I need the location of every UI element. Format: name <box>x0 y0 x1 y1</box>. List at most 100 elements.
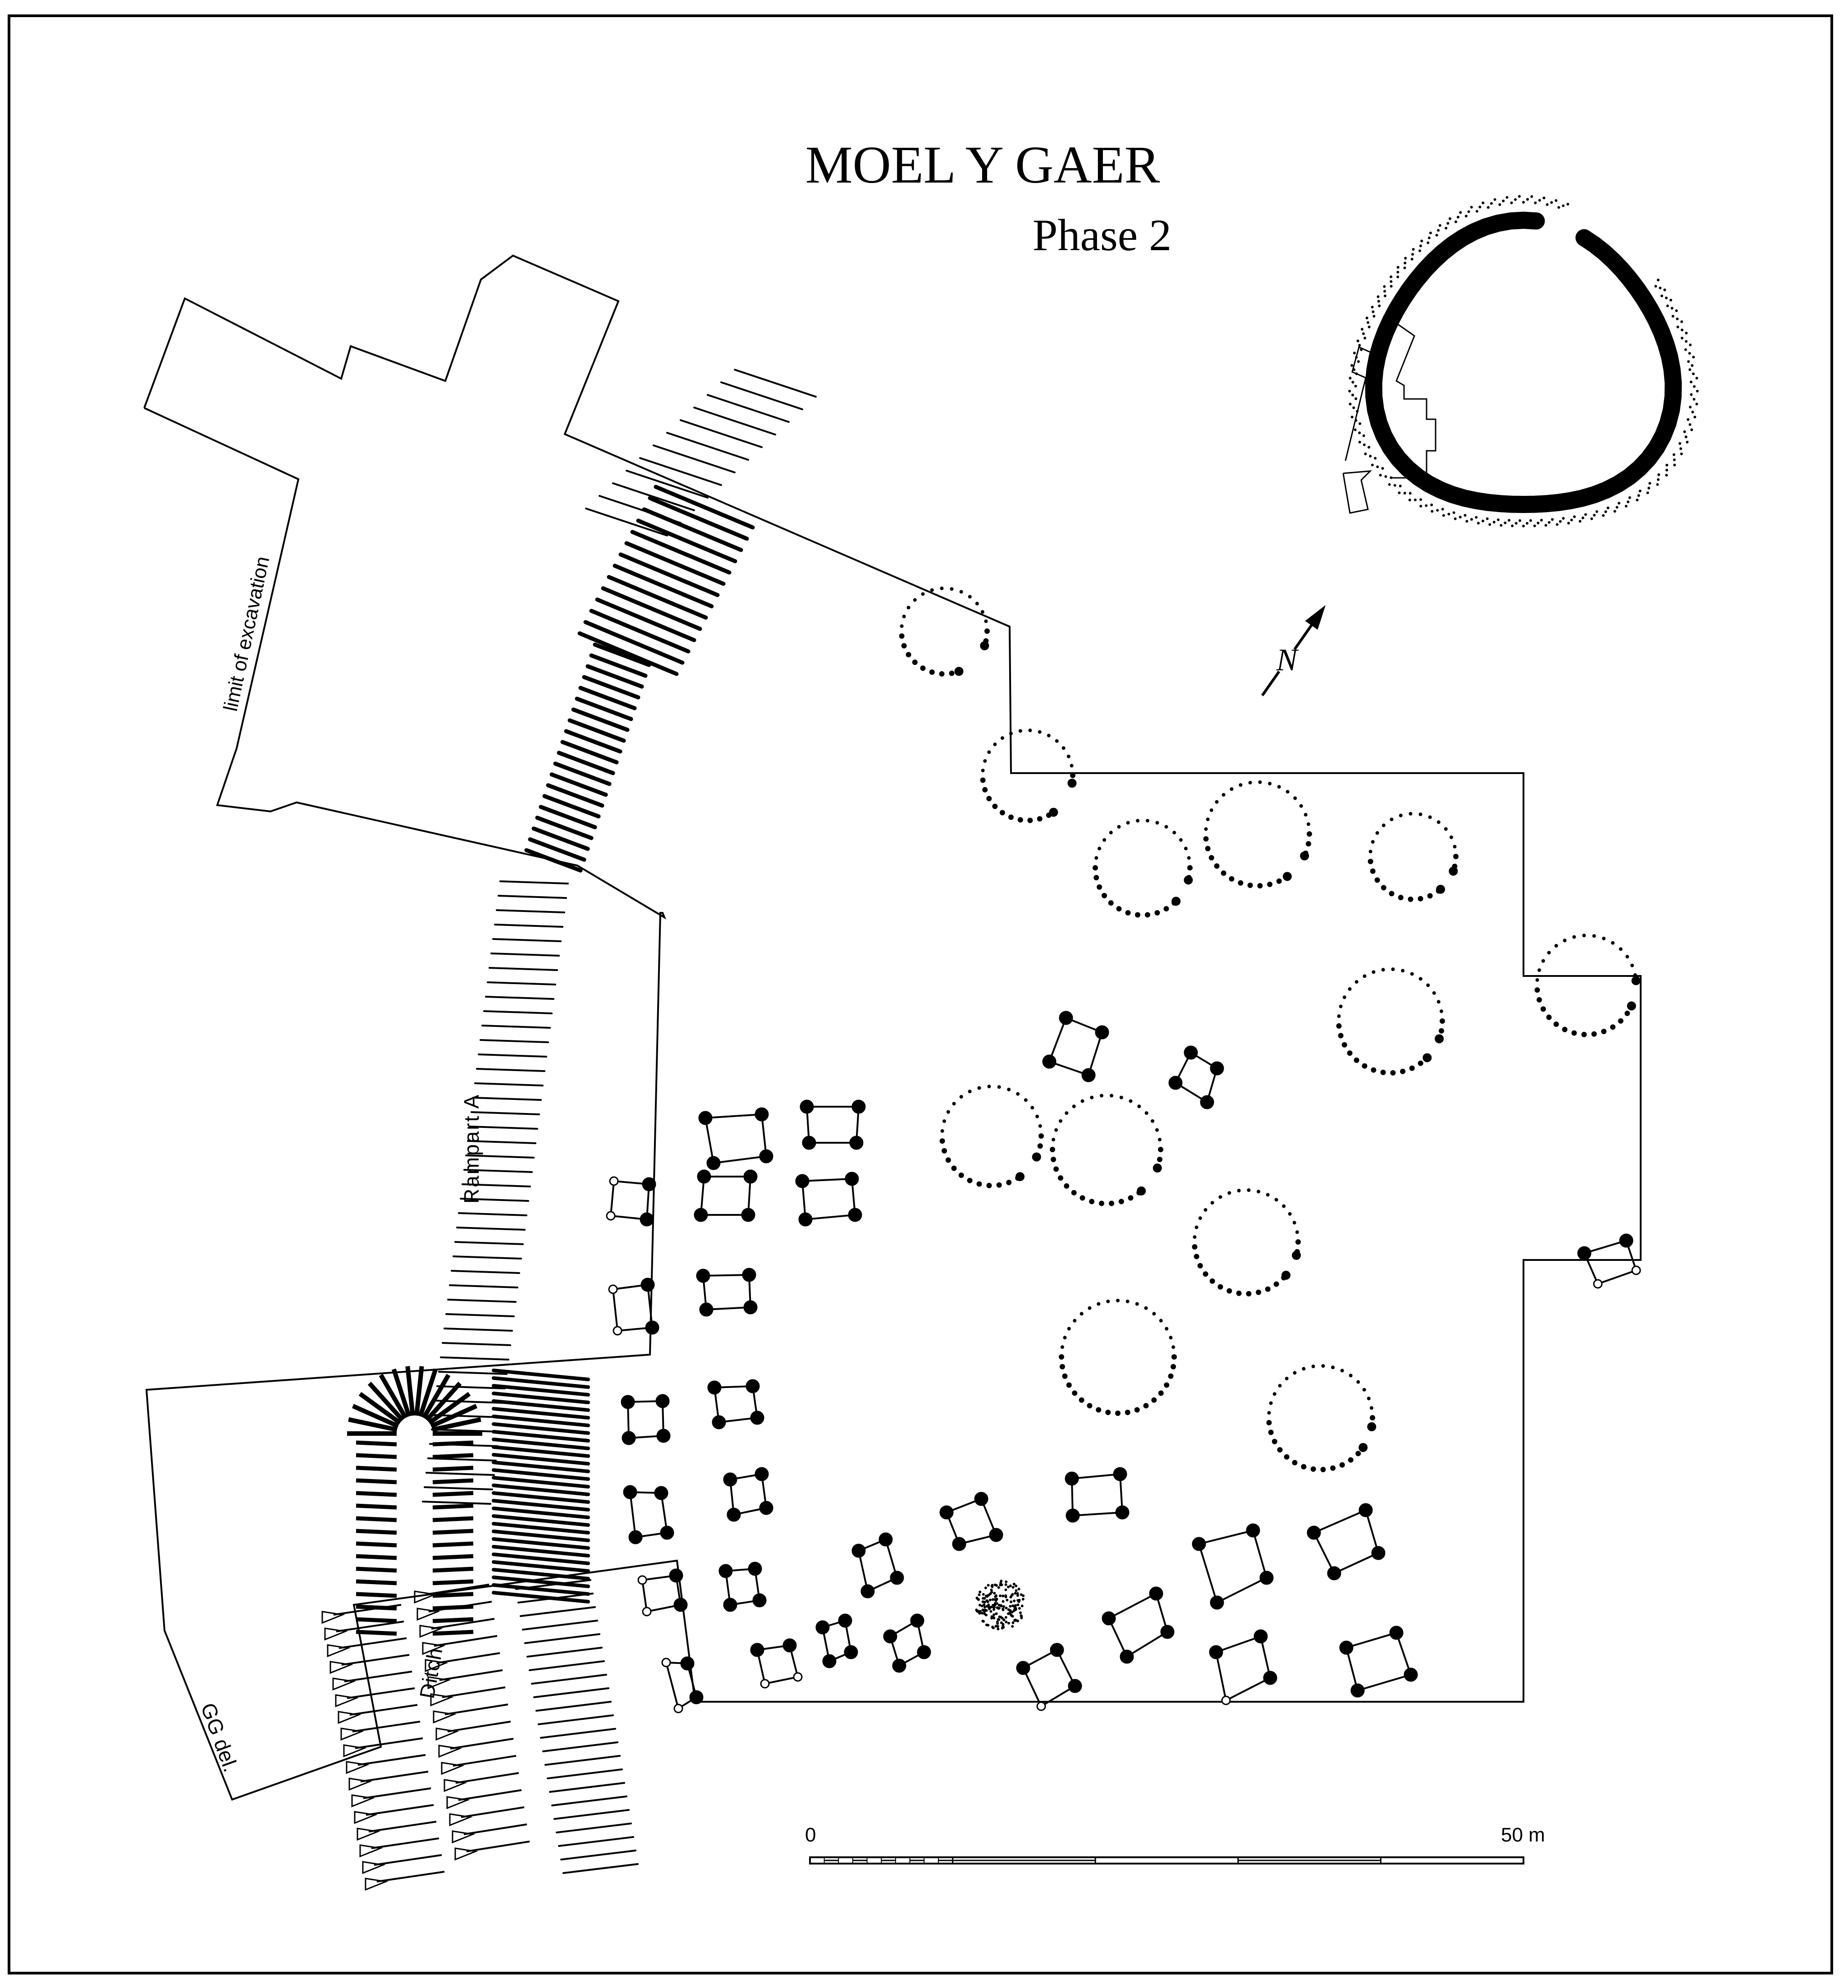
inset-stipple-dot <box>1502 199 1505 202</box>
posthole <box>640 1212 654 1227</box>
inset-stipple-dot <box>1555 523 1559 526</box>
stake-hole <box>1070 764 1074 768</box>
inset-stipple-dot <box>1511 524 1514 527</box>
ditch-triangle <box>430 1693 454 1707</box>
ditch-triangle <box>419 1625 443 1638</box>
stake-hole <box>1247 1188 1251 1192</box>
stipple-dot <box>1016 1594 1019 1597</box>
stake-hole <box>1381 885 1386 891</box>
inset-stipple-dot <box>1542 197 1546 200</box>
rampart-hachure <box>589 653 648 678</box>
stake-hole <box>1099 1094 1103 1098</box>
rampart-hachure <box>636 518 737 563</box>
posthole <box>623 1485 637 1499</box>
inset-stipple-dot <box>1529 519 1532 522</box>
ditch-triangle <box>365 1878 389 1891</box>
inset-stipple-dot <box>1459 516 1462 519</box>
inset-stipple-dot <box>1691 410 1694 413</box>
stake-hole <box>929 669 935 675</box>
inset-stipple-dot <box>1396 266 1400 269</box>
ditch-hachure <box>439 1669 503 1681</box>
inset-rampart <box>1365 211 1682 513</box>
stake-hole <box>1102 893 1107 898</box>
inset-stipple-dot <box>1692 372 1695 376</box>
stake-hole <box>1304 813 1308 817</box>
rampart-hachure <box>549 772 608 797</box>
ditch-hachure <box>461 1806 525 1818</box>
stake-hole <box>949 670 955 676</box>
rampart-hachure <box>540 1728 616 1739</box>
stipple-dot <box>975 1608 978 1612</box>
stake-hole <box>1410 972 1414 976</box>
ditch-hachure <box>376 1871 445 1883</box>
stake-hole <box>1563 939 1567 943</box>
stake-hole <box>1106 1299 1110 1303</box>
inset-stipple-dot <box>1680 328 1683 331</box>
inset-stipple-dot <box>1689 380 1692 384</box>
stake-hole <box>1236 1290 1242 1296</box>
entrance-post <box>1435 1034 1444 1044</box>
posthole <box>660 1525 674 1540</box>
stipple-dot <box>999 1583 1002 1586</box>
stake-hole <box>1444 827 1448 831</box>
stipple-dot <box>1015 1584 1018 1587</box>
stake-hole <box>912 660 918 665</box>
posthole <box>750 1643 764 1657</box>
inset-stipple-dot <box>1514 522 1518 525</box>
posthole <box>743 1300 758 1315</box>
inset-stipple-dot <box>1365 316 1368 320</box>
stake-hole <box>1238 880 1244 886</box>
rampart-hachure <box>533 1687 609 1698</box>
stake-hole <box>1143 1403 1149 1409</box>
rampart-hachure <box>492 1461 590 1473</box>
mound-hachure <box>432 1503 474 1510</box>
rampart-hachure <box>496 909 565 913</box>
inset-stipple-dot <box>1692 356 1695 359</box>
inset-stipple-dot <box>1647 486 1651 490</box>
ditch-hachure <box>368 1821 437 1832</box>
four-post-structure <box>606 1176 656 1227</box>
rampart-hachure <box>520 1606 596 1617</box>
stake-hole <box>1157 1157 1162 1163</box>
rampart-hachure <box>642 507 743 552</box>
inset-stipple-dot <box>1477 522 1480 525</box>
four-post-structure <box>1065 1467 1130 1523</box>
stake-hole <box>1205 846 1211 852</box>
roundhouse <box>1203 780 1312 889</box>
posthole <box>1209 1645 1223 1659</box>
mound-hachure <box>428 1392 471 1425</box>
mound-hachure <box>432 1516 474 1522</box>
posthole <box>1359 1503 1373 1517</box>
inset-stipple-dot <box>1408 499 1411 502</box>
four-post-structure <box>696 1268 758 1317</box>
stipple-dot <box>994 1625 997 1628</box>
stipple-dot <box>985 1609 988 1612</box>
rampart-hachure <box>549 1782 625 1793</box>
stipple-dot <box>1005 1580 1008 1583</box>
mound-hachure <box>432 1630 474 1636</box>
four-post-structure <box>883 1613 931 1673</box>
rampart-hachure <box>492 1537 590 1550</box>
inset-stipple-dot <box>1419 498 1423 501</box>
stipple-dot <box>1002 1618 1006 1622</box>
rampart-hachure <box>499 880 569 884</box>
entrance-post <box>1049 807 1058 817</box>
inset-stipple-dot <box>1362 434 1365 437</box>
ditch-hachure <box>431 1618 495 1630</box>
inset-stipple-dot <box>1670 307 1674 310</box>
stipple-dot <box>993 1602 997 1605</box>
four-post-structure <box>1209 1629 1277 1705</box>
stake-hole <box>1063 1336 1067 1340</box>
rampart-hachure <box>480 1039 549 1043</box>
inset-stipple-dot <box>1680 320 1683 323</box>
stipple-dot <box>993 1613 996 1616</box>
ditch-triangle <box>425 1659 448 1672</box>
posthole <box>782 1638 797 1653</box>
stake-hole <box>1098 1200 1104 1206</box>
inset-stipple-dot <box>1636 499 1639 502</box>
mound-hachure <box>356 1478 397 1484</box>
inset-stipple-dot <box>1377 295 1380 298</box>
stake-hole <box>1367 1397 1371 1401</box>
stipple-dot <box>1002 1608 1005 1611</box>
stake-hole <box>987 1085 991 1089</box>
